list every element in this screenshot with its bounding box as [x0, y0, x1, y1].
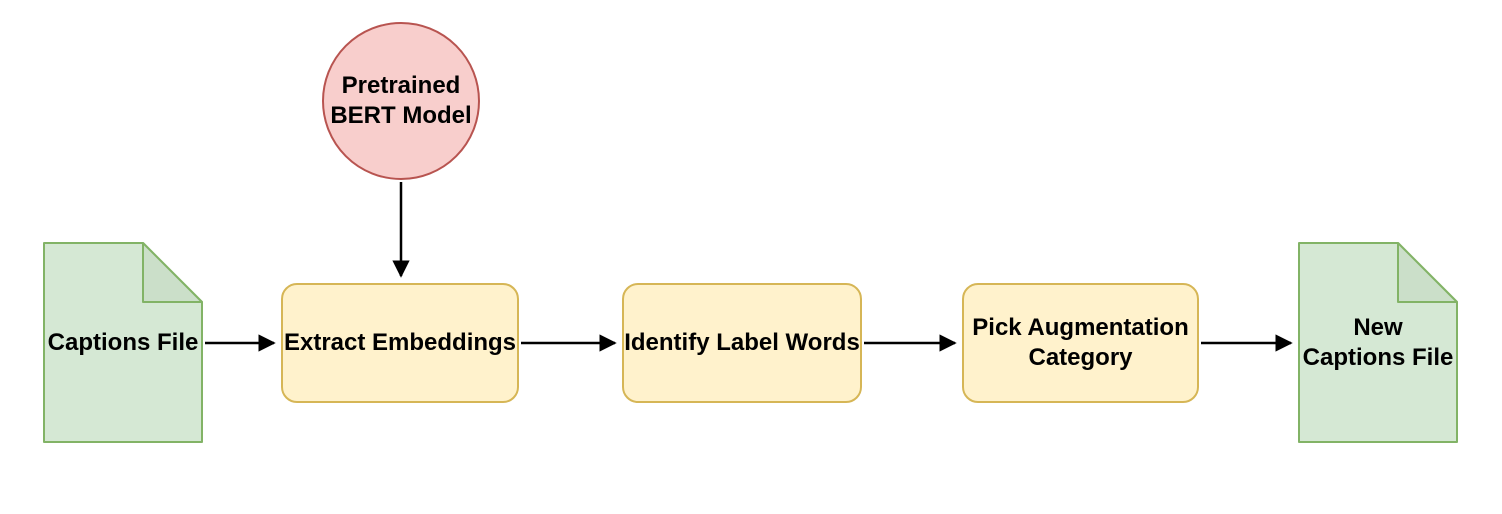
node-extract-embeddings: Extract Embeddings — [281, 283, 519, 403]
document-shape-icon — [1298, 242, 1458, 443]
node-captions-file: Captions File — [43, 242, 203, 443]
node-pretrained-bert-model: Pretrained BERT Model — [322, 22, 480, 180]
node-label-identify-label-words: Identify Label Words — [624, 329, 860, 356]
node-new-captions-file: New Captions File — [1298, 242, 1458, 443]
node-label-captions-file: Captions File — [47, 328, 199, 356]
node-pick-augmentation-category: Pick Augmentation Category — [962, 283, 1199, 403]
document-shape-icon — [43, 242, 203, 443]
node-identify-label-words: Identify Label Words — [622, 283, 862, 403]
node-label-pretrained-bert-model: Pretrained BERT Model — [330, 72, 472, 129]
node-label-pick-augmentation-category: Pick Augmentation Category — [972, 314, 1189, 371]
node-label-new-captions-file: New Captions File — [1302, 313, 1454, 371]
node-label-extract-embeddings: Extract Embeddings — [283, 329, 517, 356]
